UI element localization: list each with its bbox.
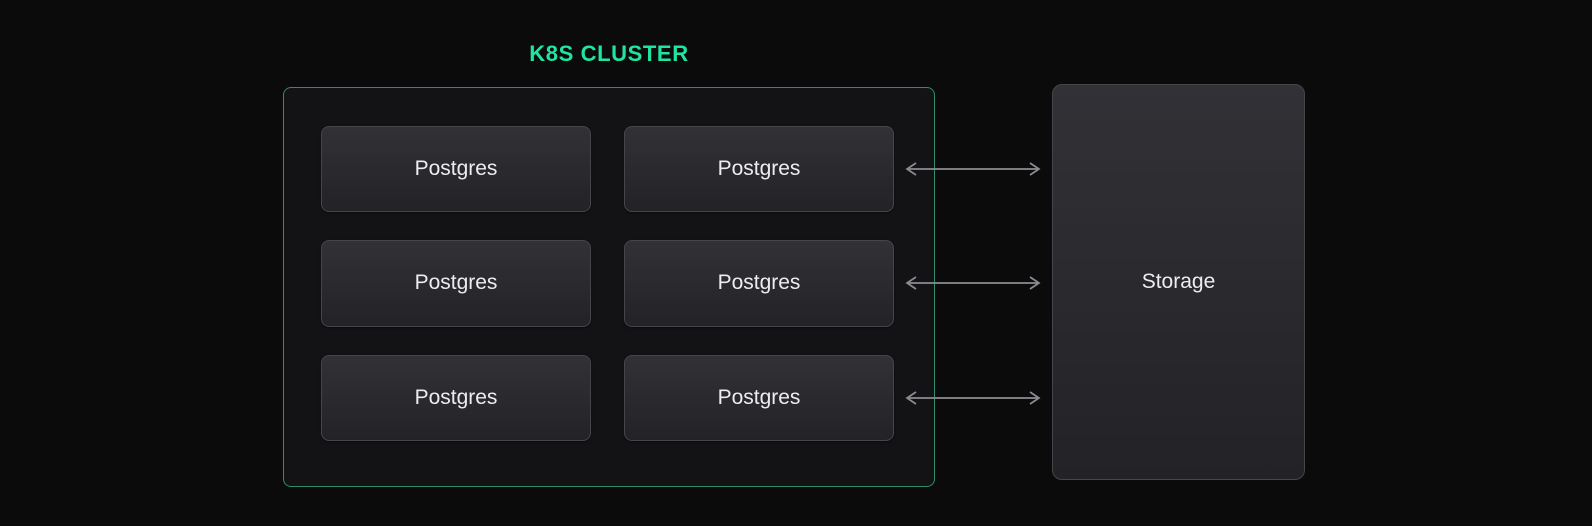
postgres-node-label: Postgres: [414, 271, 498, 295]
postgres-node: Postgres: [624, 126, 894, 213]
postgres-node: Postgres: [321, 240, 591, 327]
postgres-node-label: Postgres: [717, 385, 801, 409]
storage-box: Storage: [1052, 84, 1305, 480]
postgres-node-label: Postgres: [414, 157, 498, 181]
k8s-cluster-box: Postgres Postgres Postgres Postgres Post…: [283, 87, 935, 487]
postgres-node: Postgres: [321, 354, 591, 441]
postgres-node-label: Postgres: [717, 271, 801, 295]
cluster-title: K8S CLUSTER: [529, 41, 689, 66]
postgres-node-label: Postgres: [717, 157, 801, 181]
postgres-node: Postgres: [624, 354, 894, 441]
bidirectional-arrow-icon: [903, 161, 1043, 177]
bidirectional-arrow-icon: [903, 390, 1043, 406]
storage-label: Storage: [1141, 270, 1216, 293]
postgres-node-label: Postgres: [414, 385, 498, 409]
postgres-node: Postgres: [624, 240, 894, 327]
bidirectional-arrow-icon: [903, 275, 1043, 291]
postgres-node: Postgres: [321, 126, 591, 213]
postgres-node-grid: Postgres Postgres Postgres Postgres Post…: [321, 126, 894, 441]
